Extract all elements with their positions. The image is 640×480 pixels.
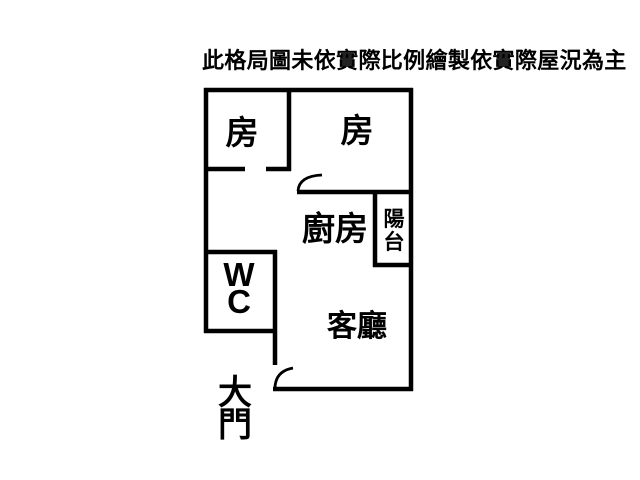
balcony-label: 陽台 <box>383 208 405 254</box>
main-entrance-label: 大門 <box>218 374 252 444</box>
main-door-arc-icon <box>273 366 294 388</box>
living-room-label: 客廳 <box>327 310 387 343</box>
bedroom-right-label: 房 <box>340 112 374 149</box>
kitchen-door-arc-icon <box>296 173 323 192</box>
toilet-label: WC <box>223 256 255 320</box>
bedroom-left-label: 房 <box>225 114 259 151</box>
kitchen-label: 廚房 <box>302 210 368 247</box>
disclaimer-text: 此格局圖未依實際比例繪製依實際屋況為主 <box>202 48 627 73</box>
